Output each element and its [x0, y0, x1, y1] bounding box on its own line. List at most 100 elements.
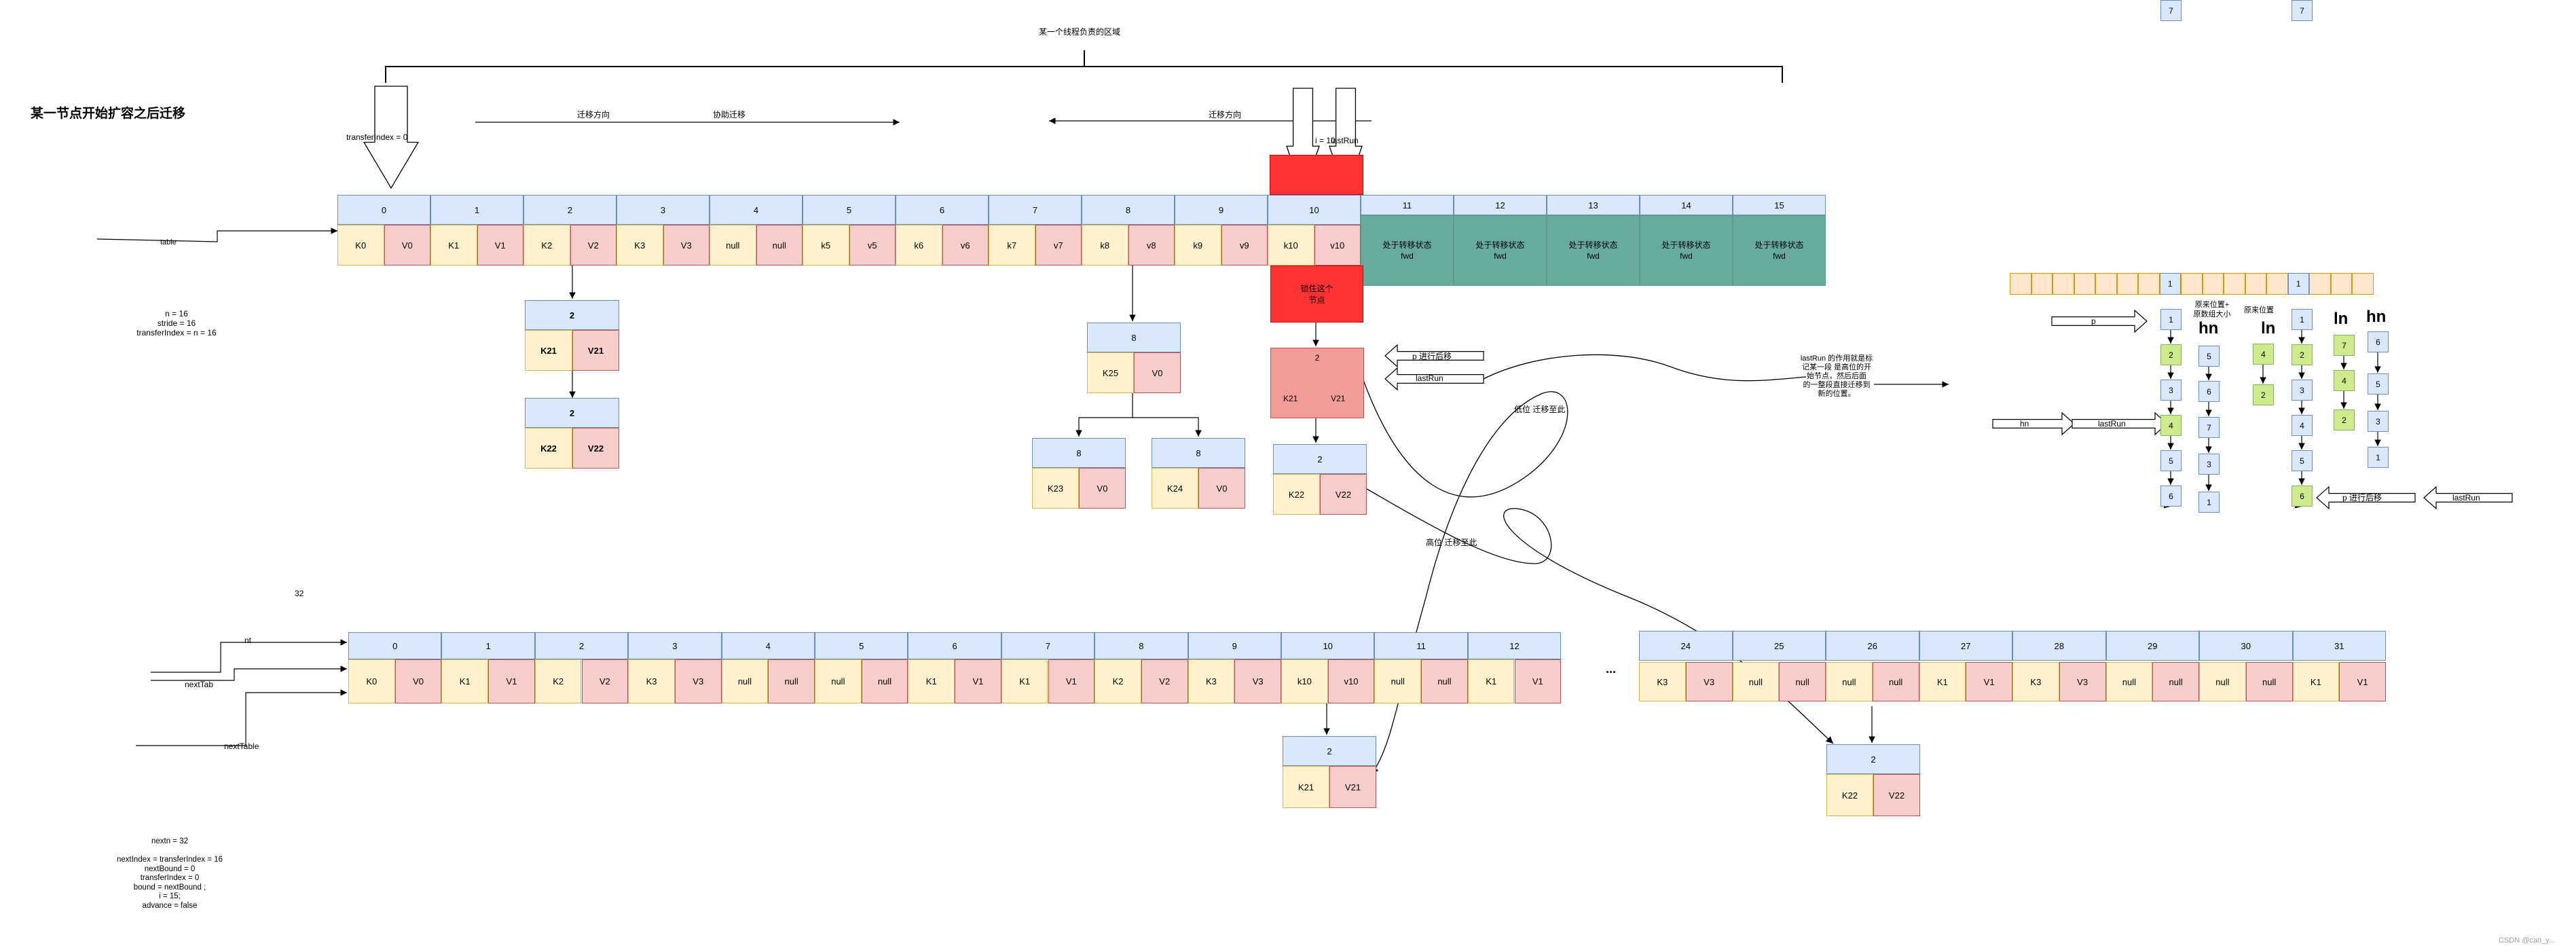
fwd-index-cell: 15 — [1733, 195, 1826, 215]
right-chain-ln: 2 — [2253, 384, 2274, 405]
table-index-cell: 8 — [1082, 195, 1175, 225]
right-chain-b: 7 — [2292, 0, 2313, 21]
table-value-cell: V0 — [384, 225, 430, 266]
fwd-index-cell: 13 — [1547, 195, 1640, 215]
lastrun-top-label: lastRun — [1331, 136, 1359, 145]
newtable-index-cell-tail: 29 — [2105, 631, 2199, 661]
bottom-params-text: nextn = 32 nextIndex = transferIndex = 1… — [117, 837, 223, 910]
right-array-cell — [2031, 273, 2053, 295]
right-p-label: p — [2091, 316, 2096, 326]
migrate-direction-right: 迁移方向 — [1209, 110, 1242, 120]
table-index-cell: 10 — [1268, 195, 1361, 225]
hn-label: hn — [2198, 319, 2219, 337]
newtable-key-cell-tail: null — [2199, 662, 2246, 701]
newtable-value-cell: null — [768, 659, 815, 703]
table-value-cell: V3 — [663, 225, 710, 266]
newtable-key-cell-tail: K1 — [1919, 662, 1966, 701]
nexttab-label: nextTab — [185, 680, 214, 689]
table-index-cell: 5 — [803, 195, 896, 225]
right-hn-arrow — [1992, 411, 2075, 436]
right-array-cell — [2202, 273, 2224, 295]
right-hn-label: hn — [2020, 419, 2029, 428]
table-key-cell: k8 — [1082, 225, 1128, 266]
transfer-index-arrow — [363, 86, 420, 189]
table-value-cell: V2 — [570, 225, 617, 266]
locked-chain-node — [1270, 348, 1364, 418]
right-array-cell — [2224, 273, 2245, 295]
locked-node-hash: 2 — [1314, 353, 1320, 363]
newtable-key-cell: K3 — [1188, 659, 1235, 703]
table-index-cell: 6 — [896, 195, 989, 225]
table-key-cell: k10 — [1268, 225, 1314, 266]
table-key-cell: K1 — [430, 225, 477, 266]
low-migrate-curve — [1363, 380, 1568, 775]
bucket8-child-hash: 8 — [1152, 438, 1245, 468]
ln-label: ln — [2261, 319, 2276, 337]
newtable-value-cell-tail: null — [1779, 662, 1826, 701]
right-chain-b: 3 — [2292, 380, 2313, 401]
new-high-node-value: V22 — [1873, 774, 1920, 816]
region-label: 某一个线程负责的区域 — [1038, 27, 1120, 37]
newtable-key-cell-tail: K1 — [2292, 662, 2340, 701]
newtable-index-cell-tail: 27 — [1919, 631, 2012, 661]
newtable-index-cell: 8 — [1094, 632, 1188, 659]
newtable-key-cell: null — [1374, 659, 1422, 703]
right-array-cell — [2074, 273, 2095, 295]
table-pointer-arrow — [96, 227, 337, 242]
newtable-value-cell: V3 — [674, 659, 722, 703]
right-chain-a: 1 — [2160, 309, 2182, 330]
nt-arrow — [151, 639, 347, 673]
lastrun-explain-curve — [1483, 354, 1807, 382]
newtable-value-cell: null — [1421, 659, 1468, 703]
right-array-cell — [2138, 273, 2160, 295]
right-array-cell — [2352, 273, 2374, 295]
fwd-node-cell: 处于转移状态 fwd — [1640, 215, 1733, 286]
table-value-cell: v8 — [1128, 225, 1175, 266]
right-array-cell — [2010, 273, 2031, 295]
table-index-cell: 9 — [1175, 195, 1268, 225]
table-index-cell: 1 — [430, 195, 523, 225]
orig-label: 原来位置 — [2244, 306, 2274, 314]
table-index-cell: 2 — [523, 195, 617, 225]
table-value-cell: v9 — [1221, 225, 1268, 266]
newtable-key-cell-tail: null — [2105, 662, 2153, 701]
table-key-cell: k6 — [896, 225, 942, 266]
bucket8-link-left — [1075, 393, 1133, 437]
newtable-value-cell: V1 — [1514, 659, 1562, 703]
right-chain-b: 1 — [2292, 309, 2313, 330]
newtable-index-cell: 1 — [441, 632, 535, 659]
right-pmove-label: p 进行后移 — [2342, 493, 2382, 502]
nexttable-label: nextTable — [224, 742, 259, 751]
newtable-value-cell-tail: V3 — [1685, 662, 1733, 701]
right-chain-hn2: 3 — [2368, 411, 2389, 432]
new-low-node-hash: 2 — [1283, 736, 1376, 766]
newtable-value-cell: V1 — [1048, 659, 1095, 703]
right-array-cell — [2330, 273, 2352, 295]
bucket8-root-value: V0 — [1134, 352, 1181, 393]
newtable-value-cell: V0 — [394, 659, 442, 703]
newtable-index-cell: 2 — [534, 632, 629, 659]
migrate-direction-left: 迁移方向 — [577, 110, 610, 120]
table-value-cell: v5 — [849, 225, 896, 266]
bucket2-node-value: V22 — [572, 428, 619, 469]
newtable-key-cell: K1 — [441, 659, 489, 703]
bucket2-node-key: K21 — [525, 330, 572, 371]
chain10-node-hash: 2 — [1273, 444, 1367, 474]
transfer-index-label: transferIndex = 0 — [346, 132, 408, 142]
table-value-cell: null — [756, 225, 803, 266]
right-chain-hn: 3 — [2198, 454, 2220, 475]
newtable-index-cell: 10 — [1281, 632, 1375, 659]
bucket8-link-right — [1133, 417, 1202, 437]
newtable-index-cell: 11 — [1374, 632, 1468, 659]
table-index-cell: 3 — [617, 195, 710, 225]
table-index-cell: 0 — [337, 195, 430, 225]
new-high-node-hash: 2 — [1826, 744, 1920, 774]
bucket8-child-key: K24 — [1152, 468, 1198, 509]
table-key-cell: k5 — [803, 225, 849, 266]
bucket2-node-value: V21 — [572, 330, 619, 371]
newtable-value-cell-tail: V1 — [2339, 662, 2386, 701]
newtable-index-cell: 3 — [628, 632, 722, 659]
newtable-key-cell-tail: K3 — [2012, 662, 2059, 701]
p-move-label: p 进行后移 — [1412, 352, 1452, 361]
